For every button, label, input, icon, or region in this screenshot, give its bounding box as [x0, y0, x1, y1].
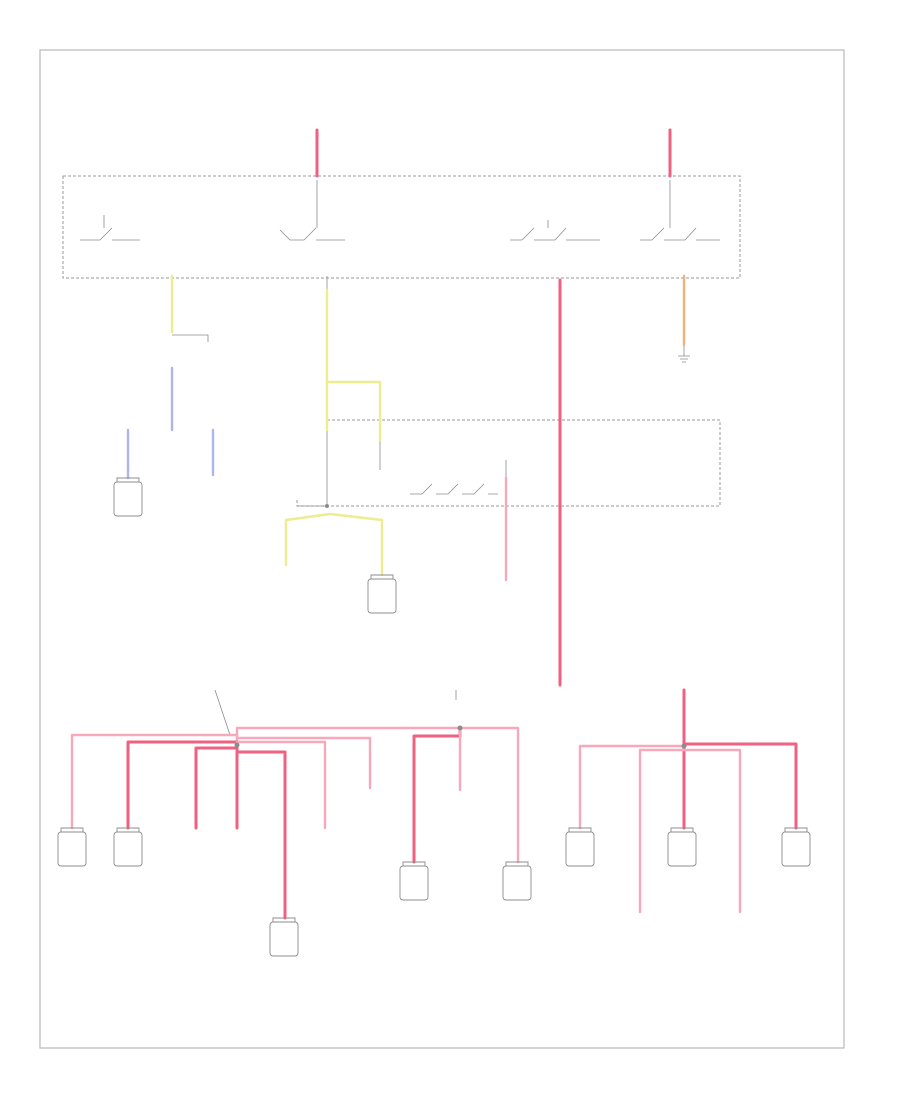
component-comp-7: [667, 827, 697, 867]
wire-drop-8: [412, 726, 462, 864]
component-comp-3: [269, 917, 299, 957]
wire-fuse-b-split: [325, 368, 382, 397]
wire-drop-10: [578, 744, 686, 830]
fuse-symbol-1: [80, 215, 140, 241]
diagram-frame: [39, 49, 845, 1049]
fuse-symbol-4: [640, 180, 720, 241]
wire-drop-13: [682, 742, 798, 830]
component-connector: [568, 827, 592, 832]
junction-block-outline: [296, 419, 721, 507]
component-comp-4: [399, 861, 429, 901]
wire-splice-main: [235, 726, 520, 864]
component-comp-1: [57, 827, 87, 867]
component-body: [367, 578, 397, 614]
wire-drop-11: [638, 748, 686, 914]
component-body: [502, 865, 532, 901]
component-layer: [57, 477, 811, 957]
wire-drop-2: [126, 740, 239, 830]
component-connector: [116, 827, 140, 832]
wire-drop-1: [70, 733, 239, 830]
wire-drop-12: [682, 748, 742, 914]
component-comp-2: [113, 827, 143, 867]
component-body: [565, 831, 595, 867]
component-comp-5: [502, 861, 532, 901]
component-body: [113, 481, 143, 517]
splice-dot-right: [681, 743, 687, 749]
component-body: [781, 831, 811, 867]
fuse-symbol-3: [510, 220, 600, 241]
junction-switch-row: [410, 440, 561, 506]
component-comp-6: [565, 827, 595, 867]
wire-drop-5: [235, 750, 287, 920]
wire-drop-3: [194, 746, 239, 830]
grey-connectors: [171, 276, 690, 736]
splice-dot-center: [457, 725, 463, 731]
component-connector: [370, 574, 394, 579]
component-connector: [60, 827, 84, 832]
component-connector: [272, 917, 296, 922]
wire-layer: [70, 128, 798, 920]
component-comp-wiper: [113, 477, 143, 517]
fuse-block-outline: [62, 175, 741, 279]
component-connector: [784, 827, 808, 832]
wire-drop-7: [235, 736, 372, 790]
component-body: [269, 921, 299, 957]
splice-dot-left: [234, 742, 240, 748]
component-connector: [116, 477, 140, 482]
component-connector: [402, 861, 426, 866]
wire-cruise-bar: [284, 512, 384, 522]
splice-dot-cruise: [325, 504, 329, 508]
wire-drop-6: [235, 740, 327, 830]
component-body: [57, 831, 87, 867]
component-connector: [670, 827, 694, 832]
component-body: [113, 831, 143, 867]
component-body: [667, 831, 697, 867]
fuse-symbol-2: [279, 180, 345, 241]
component-connector: [505, 861, 529, 866]
component-comp-8: [781, 827, 811, 867]
component-body: [399, 865, 429, 901]
component-comp-brake: [367, 574, 397, 614]
